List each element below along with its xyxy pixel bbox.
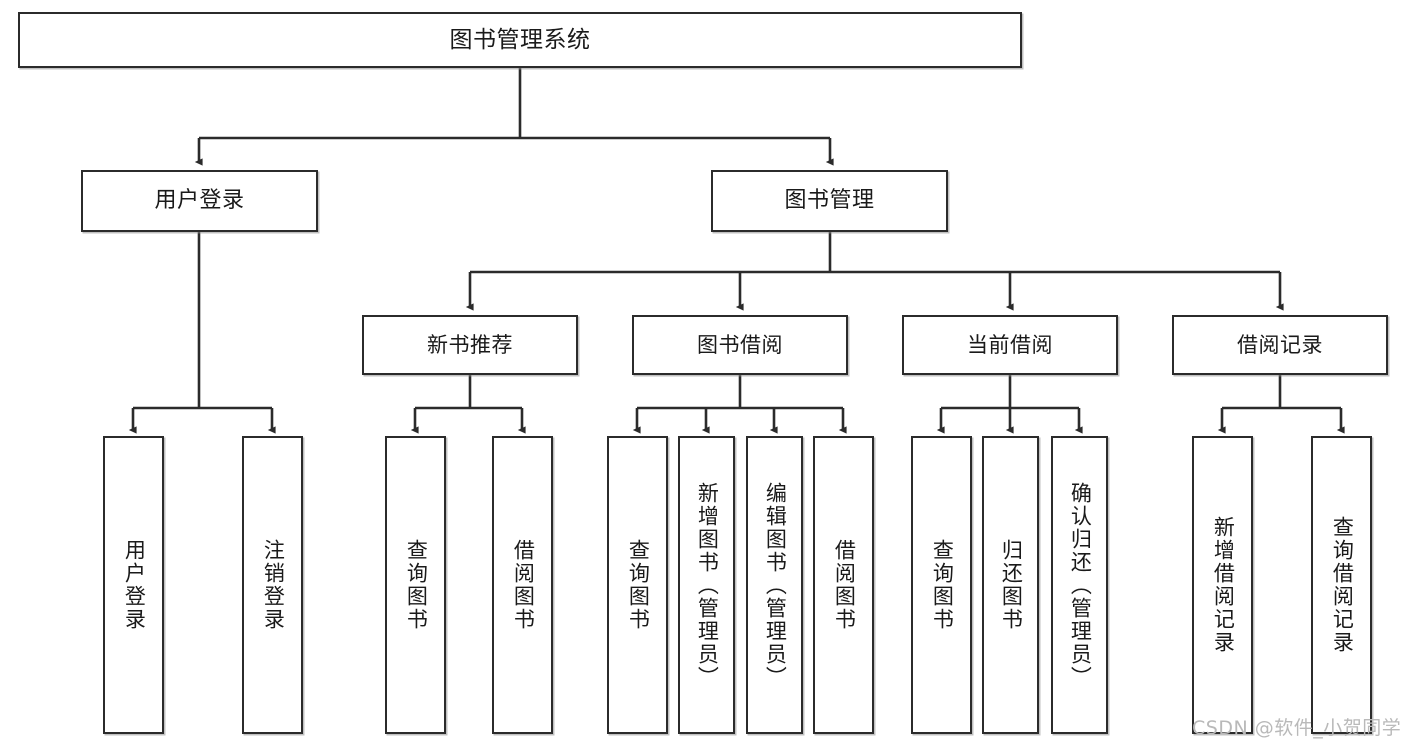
node-leaf-add-record-label: 新增借阅记录 (1211, 516, 1236, 654)
node-leaf-query-book-2-label: 查询图书 (626, 539, 651, 631)
node-leaf-edit-book-label: 编辑图书（管理员） (763, 481, 788, 689)
node-leaf-add-book-label: 新增图书（管理员） (695, 481, 720, 689)
csdn-watermark: CSDN @软件_小贺同学 (1192, 713, 1401, 740)
node-leaf-borrow-book-1-label: 借阅图书 (511, 539, 536, 631)
node-leaf-query-book-1-label: 查询图书 (404, 539, 429, 631)
node-current-borrow-label: 当前借阅 (967, 332, 1053, 357)
node-new-book-recommend[interactable]: 新书推荐 (362, 315, 578, 375)
node-leaf-query-record[interactable]: 查询借阅记录 (1311, 436, 1372, 734)
node-book-borrow[interactable]: 图书借阅 (632, 315, 848, 375)
node-user-login-label: 用户登录 (154, 188, 245, 214)
node-book-management[interactable]: 图书管理 (711, 170, 948, 232)
node-leaf-edit-book[interactable]: 编辑图书（管理员） (746, 436, 803, 734)
node-book-borrow-label: 图书借阅 (697, 332, 783, 357)
csdn-watermark-text: CSDN @软件_小贺同学 (1192, 717, 1402, 739)
node-leaf-query-book-1[interactable]: 查询图书 (385, 436, 446, 734)
node-current-borrow[interactable]: 当前借阅 (902, 315, 1118, 375)
node-leaf-query-book-3[interactable]: 查询图书 (911, 436, 972, 734)
node-leaf-query-book-2[interactable]: 查询图书 (607, 436, 668, 734)
node-leaf-query-book-3-label: 查询图书 (930, 539, 955, 631)
node-leaf-logout-login[interactable]: 注销登录 (242, 436, 303, 734)
node-leaf-query-record-label: 查询借阅记录 (1330, 516, 1355, 654)
node-leaf-confirm-return-label: 确认归还（管理员） (1068, 481, 1093, 689)
node-root-system[interactable]: 图书管理系统 (18, 12, 1022, 68)
node-borrow-record[interactable]: 借阅记录 (1172, 315, 1388, 375)
node-user-login[interactable]: 用户登录 (81, 170, 318, 232)
node-leaf-add-record[interactable]: 新增借阅记录 (1192, 436, 1253, 734)
node-leaf-borrow-book-2-label: 借阅图书 (832, 539, 857, 631)
node-leaf-confirm-return[interactable]: 确认归还（管理员） (1051, 436, 1108, 734)
node-leaf-return-book-label: 归还图书 (999, 539, 1024, 631)
node-root-system-label: 图书管理系统 (449, 26, 591, 53)
node-leaf-user-login[interactable]: 用户登录 (103, 436, 164, 734)
node-book-management-label: 图书管理 (784, 188, 875, 214)
node-leaf-return-book[interactable]: 归还图书 (982, 436, 1039, 734)
node-borrow-record-label: 借阅记录 (1237, 332, 1323, 357)
node-leaf-borrow-book-1[interactable]: 借阅图书 (492, 436, 553, 734)
node-new-book-recommend-label: 新书推荐 (427, 332, 513, 357)
node-leaf-user-login-label: 用户登录 (122, 539, 147, 631)
node-leaf-logout-login-label: 注销登录 (261, 539, 286, 631)
node-leaf-add-book[interactable]: 新增图书（管理员） (678, 436, 735, 734)
node-leaf-borrow-book-2[interactable]: 借阅图书 (813, 436, 874, 734)
